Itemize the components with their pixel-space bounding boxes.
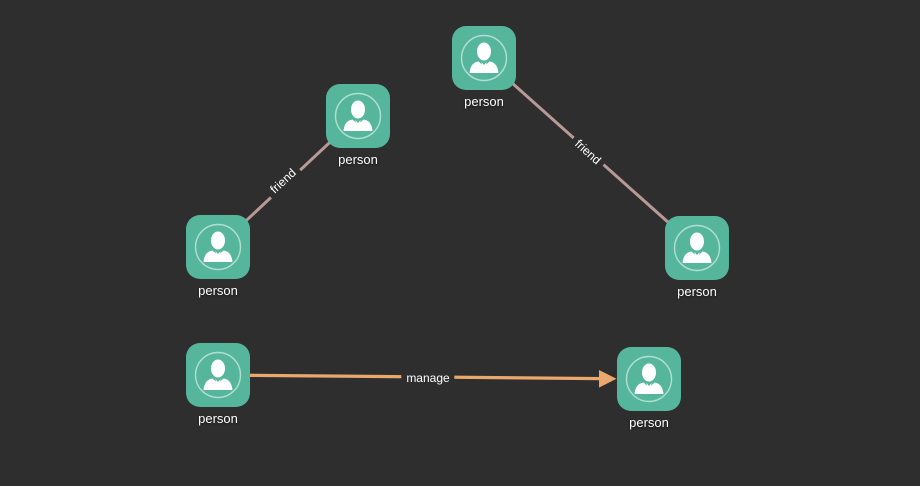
person-icon — [334, 92, 382, 140]
edge-label-manage[interactable]: manage — [401, 370, 455, 386]
node-person-3[interactable] — [186, 215, 250, 279]
person-icon — [673, 224, 721, 272]
node-person-5[interactable] — [186, 343, 250, 407]
node-person-4[interactable] — [665, 216, 729, 280]
person-icon — [194, 223, 242, 271]
person-icon — [460, 34, 508, 82]
person-icon — [194, 351, 242, 399]
node-person-2[interactable] — [326, 84, 390, 148]
manage-arrowhead-icon — [599, 370, 617, 388]
person-icon — [625, 355, 673, 403]
node-person-6[interactable] — [617, 347, 681, 411]
node-person-1[interactable] — [452, 26, 516, 90]
